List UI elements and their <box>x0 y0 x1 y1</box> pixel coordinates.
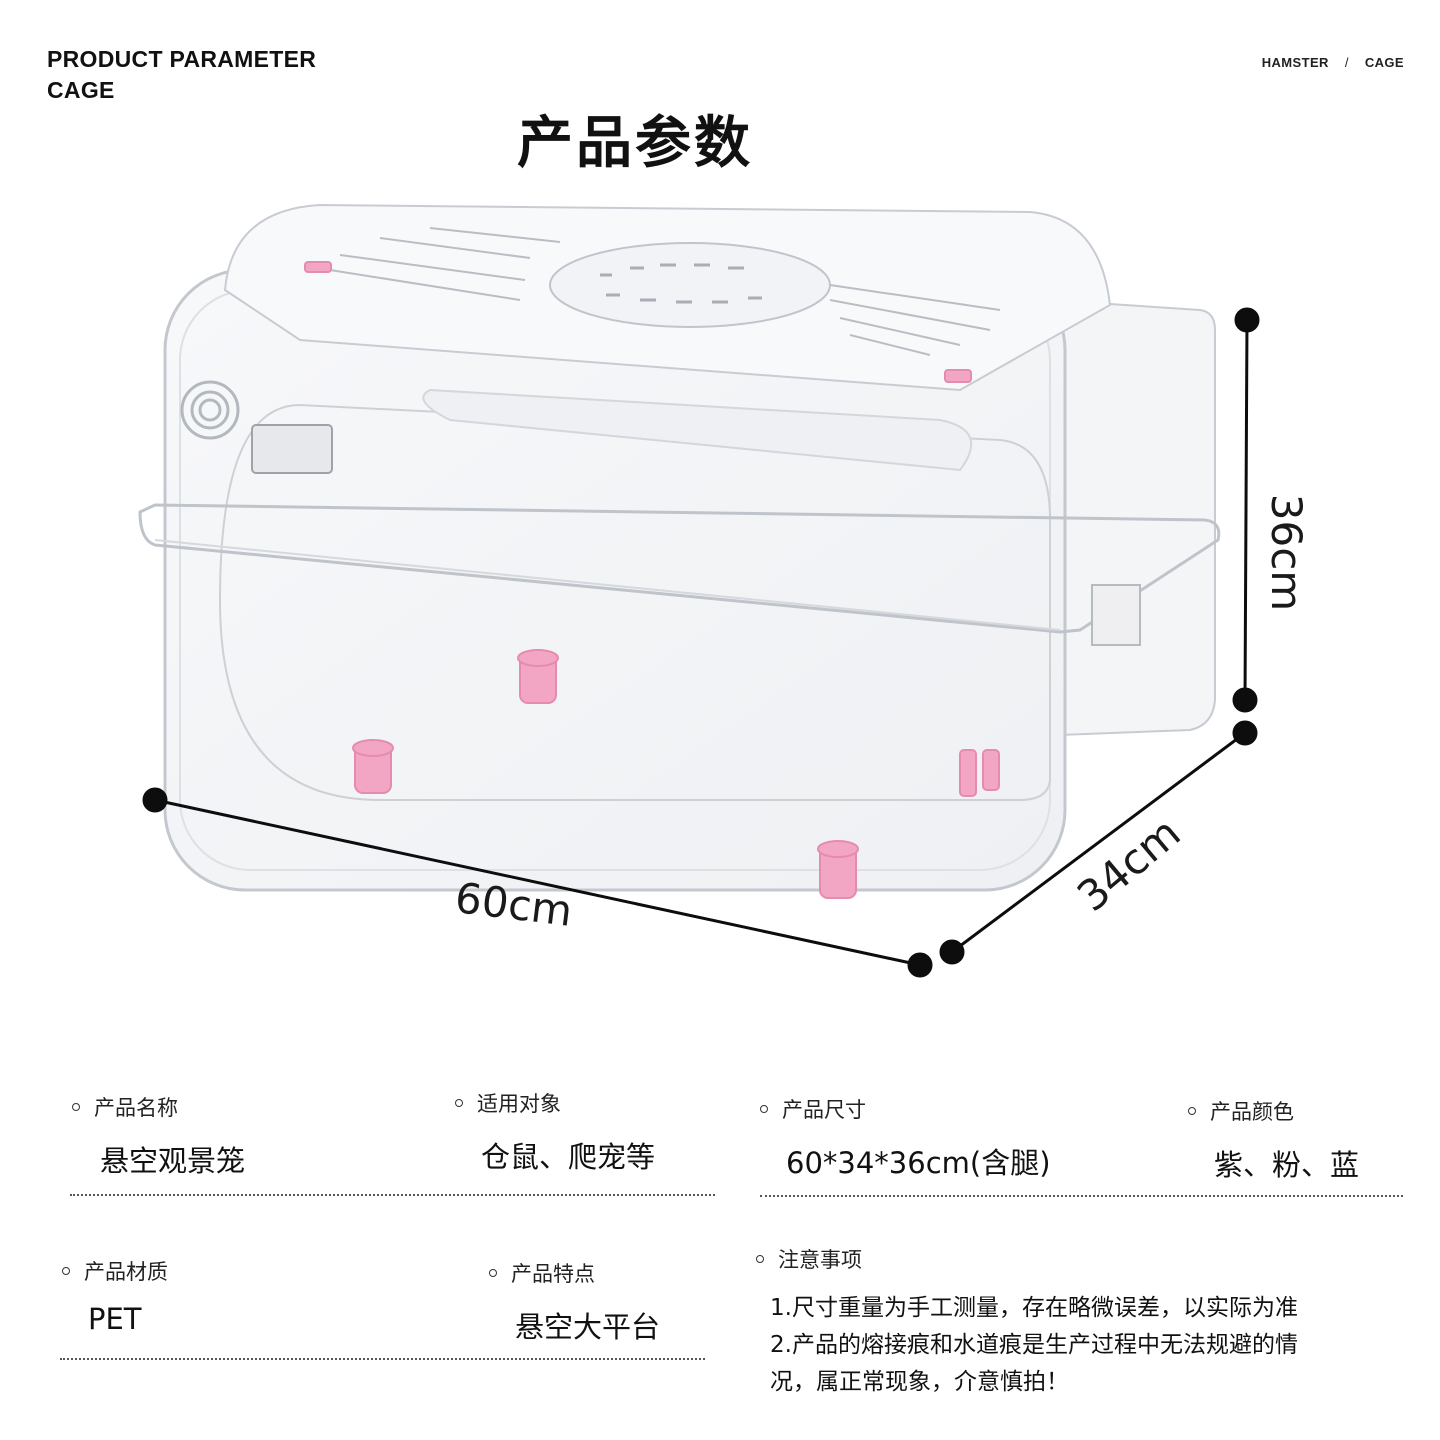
notes-line-1: 1.尺寸重量为手工测量，存在略微误差，以实际为准 <box>770 1295 1298 1321</box>
param-target-label: 适用对象 <box>477 1092 561 1116</box>
breadcrumb-separator: / <box>1344 55 1349 70</box>
breadcrumb: HAMSTER / CAGE <box>1262 55 1404 70</box>
bullet-icon <box>1188 1107 1196 1115</box>
bullet-icon <box>760 1105 768 1113</box>
dim-h-start <box>1234 307 1260 333</box>
param-feature: 产品特点 悬空大平台 <box>489 1258 660 1346</box>
divider-dotted <box>70 1194 715 1196</box>
breadcrumb-cage: CAGE <box>1364 55 1404 70</box>
lid-round-vent <box>549 242 831 328</box>
param-color-label: 产品颜色 <box>1210 1100 1294 1124</box>
param-color: 产品颜色 紫、粉、蓝 <box>1188 1096 1359 1184</box>
header-en-title: PRODUCT PARAMETER CAGE <box>47 44 316 106</box>
cage-illustration <box>138 203 1260 978</box>
page-title: 产品参数 <box>517 111 753 176</box>
bullet-icon <box>72 1103 80 1111</box>
dim-w-start <box>142 787 168 813</box>
divider-dotted <box>60 1358 705 1360</box>
param-feature-value: 悬空大平台 <box>515 1310 661 1344</box>
dim-d-end <box>1232 720 1258 746</box>
lid-vents <box>329 227 1001 356</box>
param-name-label: 产品名称 <box>94 1096 178 1120</box>
dimension-lines <box>142 307 1260 978</box>
bullet-icon <box>455 1099 463 1107</box>
door-latch <box>251 424 333 474</box>
param-material-value: PET <box>88 1302 142 1336</box>
param-name: 产品名称 悬空观景笼 <box>72 1092 245 1180</box>
breadcrumb-hamster: HAMSTER <box>1261 55 1329 70</box>
bullet-icon <box>489 1269 497 1277</box>
dim-w-end <box>907 952 933 978</box>
param-color-value: 紫、粉、蓝 <box>1214 1148 1360 1182</box>
divider-dotted <box>760 1195 1403 1197</box>
notes-line-3: 况，属正常现象，介意慎拍！ <box>770 1369 1069 1395</box>
param-size: 产品尺寸 60*34*36cm(含腿) <box>760 1094 1051 1182</box>
param-name-value: 悬空观景笼 <box>100 1144 246 1178</box>
param-material-label: 产品材质 <box>84 1260 168 1284</box>
bullet-icon <box>62 1267 70 1275</box>
param-size-label: 产品尺寸 <box>782 1098 866 1122</box>
water-ring <box>180 380 240 440</box>
platform-frame <box>138 503 1221 634</box>
bullet-icon <box>756 1255 764 1263</box>
notes-line-2: 2.产品的熔接痕和水道痕是生产过程中无法规避的情 <box>770 1332 1298 1358</box>
param-target: 适用对象 仓鼠、爬宠等 <box>455 1088 655 1176</box>
dim-d-start <box>939 939 965 965</box>
side-clip <box>1091 584 1141 646</box>
header-en-line2: CAGE <box>47 77 115 103</box>
param-target-value: 仓鼠、爬宠等 <box>481 1140 656 1174</box>
param-feature-label: 产品特点 <box>511 1262 595 1286</box>
dimension-height-label: 36cm <box>1262 493 1312 612</box>
param-size-value: 60*34*36cm(含腿) <box>786 1146 1051 1180</box>
param-notes-label: 注意事项 <box>778 1248 862 1272</box>
header-en-line1: PRODUCT PARAMETER <box>47 46 317 72</box>
pink-legs <box>304 261 1000 899</box>
cage-front-window <box>218 403 1051 801</box>
param-notes: 注意事项 <box>756 1244 862 1274</box>
dim-h-end <box>1232 687 1258 713</box>
param-material: 产品材质 PET <box>62 1256 168 1336</box>
notes-text: 1.尺寸重量为手工测量，存在略微误差，以实际为准 2.产品的熔接痕和水道痕是生产… <box>770 1290 1390 1401</box>
